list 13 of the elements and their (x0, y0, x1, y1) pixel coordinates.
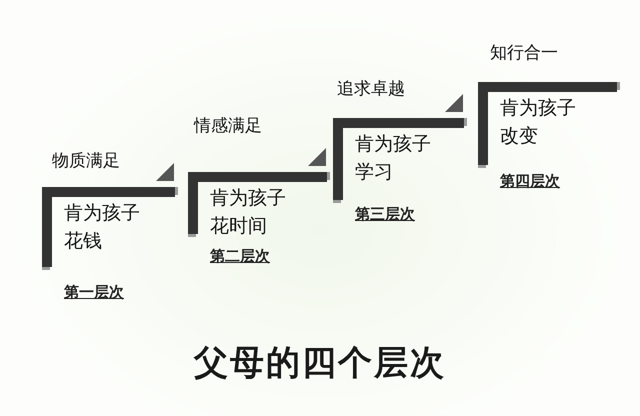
step-heading: 知行合一 (490, 42, 558, 64)
step-description: 肯为孩子花时间 (210, 186, 287, 239)
step-heading: 物质满足 (52, 150, 120, 172)
step-level-label: 第一层次 (64, 283, 124, 302)
title: 父母的四个层次 (194, 343, 446, 383)
step-description: 肯为孩子改变 (500, 96, 577, 149)
step-level-label: 第四层次 (500, 172, 560, 191)
step-level-label: 第三层次 (355, 205, 415, 224)
step-heading: 情感满足 (194, 115, 262, 137)
step-description: 肯为孩子花钱 (64, 201, 141, 254)
step-level-label: 第二层次 (210, 247, 270, 266)
step-description: 肯为孩子学习 (355, 132, 432, 185)
step-heading: 追求卓越 (337, 78, 405, 100)
